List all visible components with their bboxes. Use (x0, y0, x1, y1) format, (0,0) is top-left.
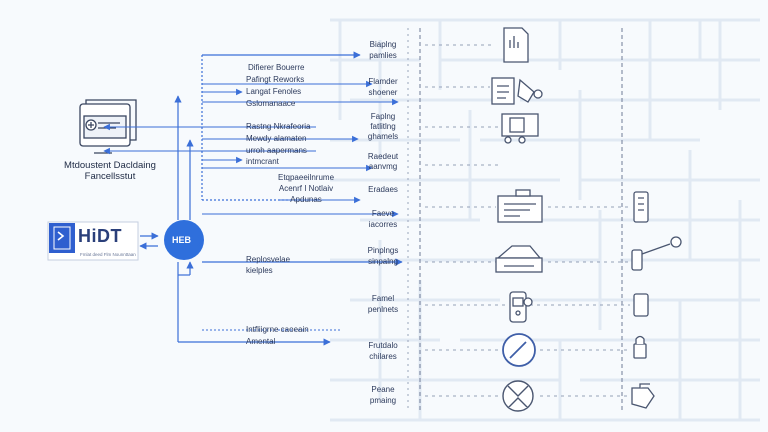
middle-label: Acenrf I Notlaiv (278, 184, 334, 193)
middle-label: Mewdy alamaten (246, 134, 307, 143)
key-icon (631, 236, 682, 271)
right-label-line: fatlitlng (370, 122, 396, 131)
scale-icon (502, 380, 534, 412)
right-label-line: Faplng (370, 112, 396, 121)
middle-label: Replosvelae (246, 255, 291, 264)
card-reader-icon (509, 291, 533, 323)
lock-icon (633, 335, 647, 359)
right-label-line: sinpalng (368, 257, 398, 266)
brand-tagline: Fmlat deed Flm Nounnttaan (80, 252, 136, 257)
right-label-line: Biaplng (369, 40, 397, 49)
right-label-line: iacorres (368, 220, 398, 229)
right-label-line: Eradaes (368, 185, 398, 194)
brand-hub-arrows (139, 232, 159, 250)
bag-icon (631, 383, 655, 409)
right-label-line: Frutdalo (368, 341, 398, 350)
right-label-line: shoener (368, 88, 398, 97)
form-icon (497, 189, 543, 223)
trunk-lines (174, 51, 403, 346)
middle-label: Etqpaeeilnrume (277, 173, 335, 182)
middle-label: Langat Fenoles (246, 87, 302, 96)
right-label-line: Flamder (368, 77, 398, 86)
device-caption: Mtdoustent Dacldaing Fancellsstut (54, 160, 166, 182)
hub-node (164, 220, 204, 260)
document-icon (503, 27, 529, 63)
middle-label: Amental (246, 337, 276, 346)
right-label-line: Peane (371, 385, 395, 394)
branch-arrows (103, 80, 399, 331)
right-label-line: pmaing (369, 396, 397, 405)
middle-label: Apdunas (290, 195, 322, 204)
middle-label: Difierer Bouerre (248, 63, 305, 72)
hidt-logo-box (47, 221, 139, 261)
right-label-line: aanvmg (368, 162, 398, 171)
row-connectors (425, 44, 630, 397)
gauge-icon (502, 333, 536, 367)
middle-label: Pafingt Reworks (246, 75, 305, 84)
middle-label: kielples (246, 266, 273, 275)
middle-label: Gslomanaace (246, 99, 296, 108)
right-label-line: pamlies (369, 51, 397, 60)
truck-icon (501, 113, 539, 144)
phone-icon (633, 191, 649, 223)
middle-label: Rastng Nkrafeoria (246, 122, 311, 131)
right-label-line: Famel (371, 294, 395, 303)
right-label-line: Faeve (371, 209, 395, 218)
right-label-line: Raedeut (367, 152, 399, 161)
hub-label: HEB (172, 235, 192, 245)
right-label-line: chilares (369, 352, 397, 361)
battery-icon (633, 293, 649, 317)
device-caption-line1: Mtdoustent Dacldaing (64, 160, 156, 171)
right-label-line: penlnets (367, 305, 399, 314)
right-label-line: Pinplngs (367, 246, 399, 255)
middle-label: Intfliigrne caoeain (246, 325, 309, 334)
device-caption-line2: Fancellsstut (84, 171, 136, 182)
middle-label: intmcrant (246, 157, 279, 166)
printer-icon (495, 245, 543, 273)
right-label-line: ghamels (367, 132, 399, 141)
column-dividers (407, 28, 623, 412)
brand-name: HiDT (78, 226, 122, 246)
clipboard-icon (491, 77, 543, 105)
middle-label: urroh aapermans (246, 146, 307, 155)
